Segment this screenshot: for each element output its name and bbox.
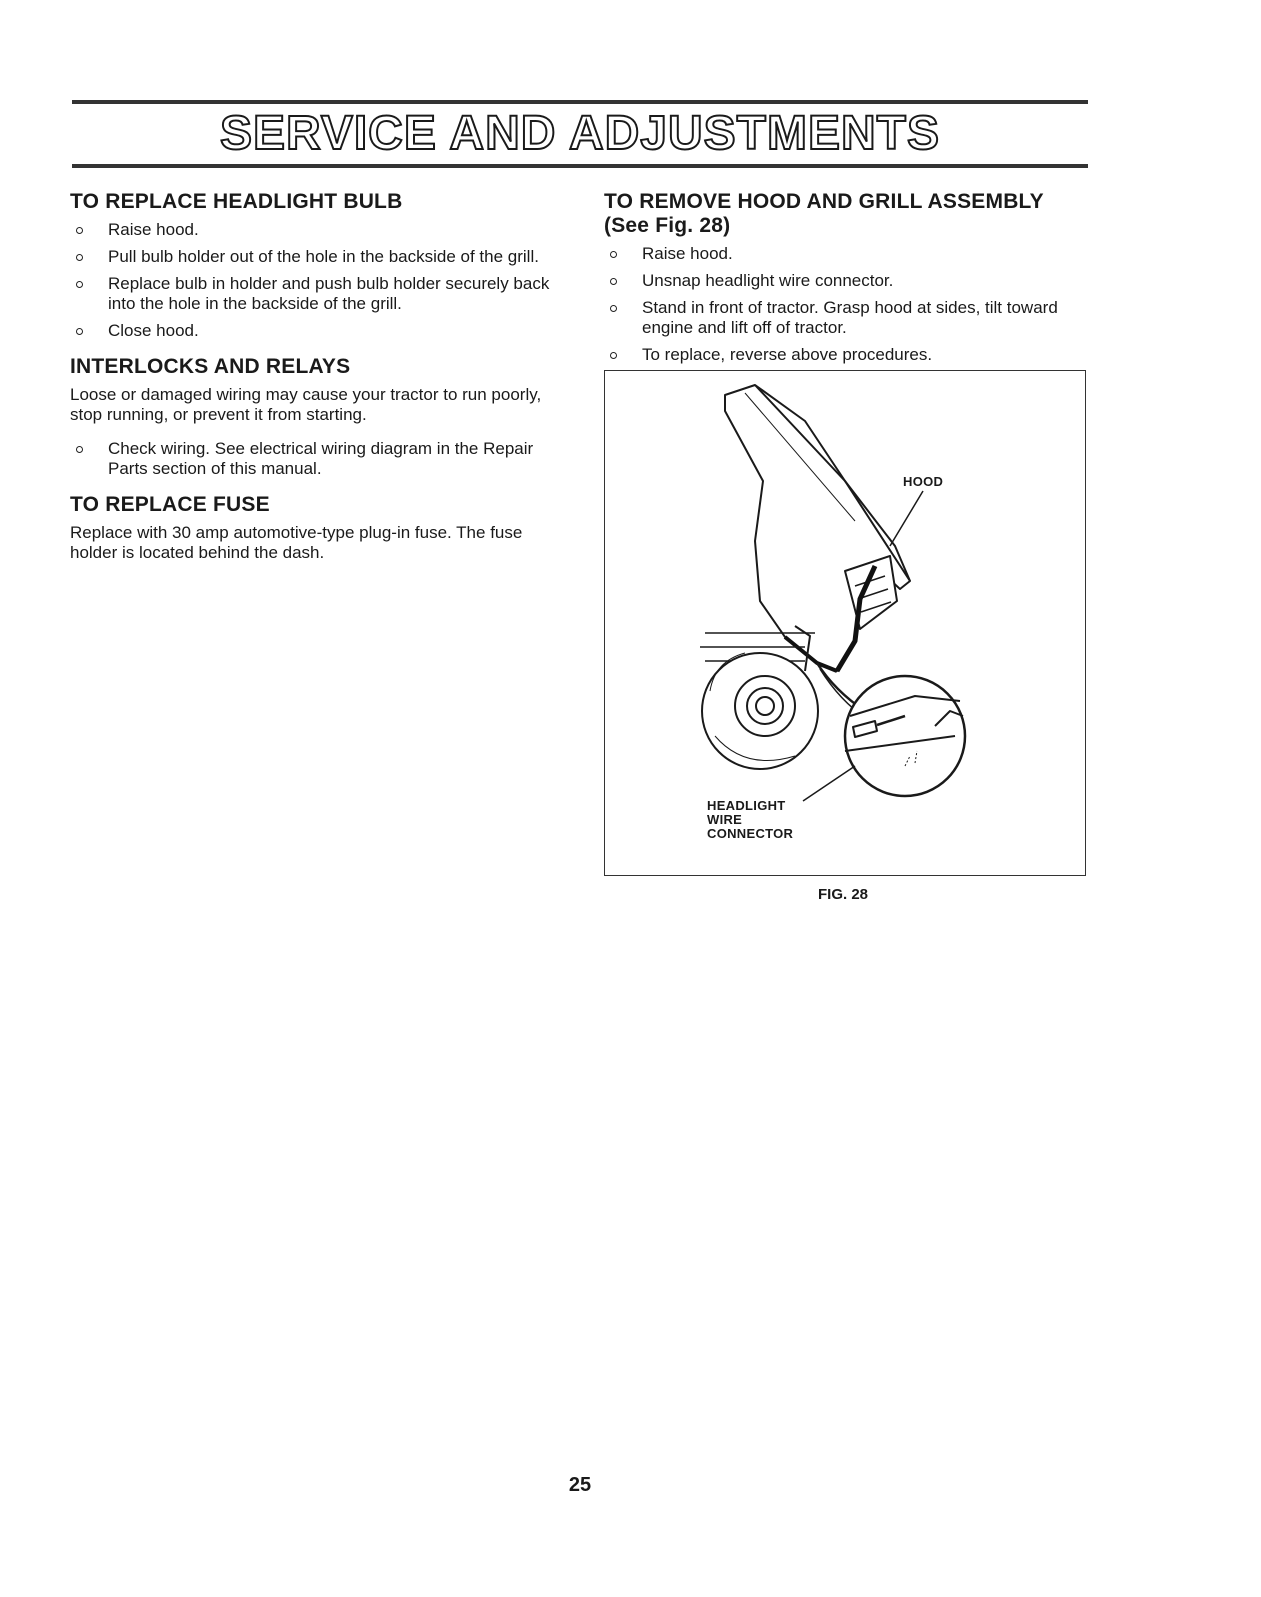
interlocks-steps: Check wiring. See electrical wiring diag… bbox=[70, 439, 560, 479]
figure-caption: FIG. 28 bbox=[818, 886, 869, 903]
interlocks-body: Loose or damaged wiring may cause your t… bbox=[70, 385, 542, 424]
list-item: Check wiring. See electrical wiring diag… bbox=[70, 439, 560, 479]
interlocks-heading: INTERLOCKS AND RELAYS bbox=[70, 355, 351, 378]
right-column: TO REMOVE HOOD AND GRILL ASSEMBLY (See F… bbox=[604, 190, 1090, 379]
hood-illustration bbox=[700, 384, 967, 802]
figure-28: HOOD HEADLIGHT WIRE CONNECTOR bbox=[604, 370, 1086, 876]
headlight-section: TO REPLACE HEADLIGHT BULB Raise hood. Pu… bbox=[70, 190, 560, 341]
bottom-rule bbox=[72, 164, 1088, 168]
list-item: Raise hood. bbox=[604, 244, 1090, 264]
list-item: Pull bulb holder out of the hole in the … bbox=[70, 247, 560, 267]
page-title: SERVICE AND ADJUSTMENTS bbox=[219, 107, 940, 161]
hood-heading: TO REMOVE HOOD AND GRILL ASSEMBLY (See F… bbox=[604, 190, 1090, 238]
list-item: Replace bulb in holder and push bulb hol… bbox=[70, 274, 560, 314]
list-item: Close hood. bbox=[70, 321, 560, 341]
list-item: Stand in front of tractor. Grasp hood at… bbox=[604, 298, 1090, 338]
fuse-body: Replace with 30 amp automotive-type plug… bbox=[70, 523, 523, 562]
hood-heading-line1: TO REMOVE HOOD AND GRILL ASSEMBLY bbox=[604, 190, 1044, 213]
list-item: Raise hood. bbox=[70, 220, 560, 240]
interlocks-section: INTERLOCKS AND RELAYS Loose or damaged w… bbox=[70, 355, 560, 479]
left-column: TO REPLACE HEADLIGHT BULB Raise hood. Pu… bbox=[70, 190, 560, 577]
connector-label-line2: WIRE bbox=[707, 812, 743, 827]
list-item: To replace, reverse above procedures. bbox=[604, 345, 1090, 365]
connector-label-line3: CONNECTOR bbox=[707, 826, 794, 841]
hood-steps: Raise hood. Unsnap headlight wire connec… bbox=[604, 244, 1090, 365]
page-number: 25 bbox=[568, 1474, 592, 1496]
connector-label-line1: HEADLIGHT bbox=[707, 798, 786, 813]
headlight-heading: TO REPLACE HEADLIGHT BULB bbox=[70, 190, 403, 213]
hood-heading-line2: (See Fig. 28) bbox=[604, 214, 731, 237]
top-rule bbox=[72, 100, 1088, 104]
hood-label: HOOD bbox=[903, 474, 944, 489]
headlight-steps: Raise hood. Pull bulb holder out of the … bbox=[70, 220, 560, 341]
list-item: Unsnap headlight wire connector. bbox=[604, 271, 1090, 291]
fuse-section: TO REPLACE FUSE Replace with 30 amp auto… bbox=[70, 493, 560, 563]
fuse-heading: TO REPLACE FUSE bbox=[70, 493, 270, 516]
